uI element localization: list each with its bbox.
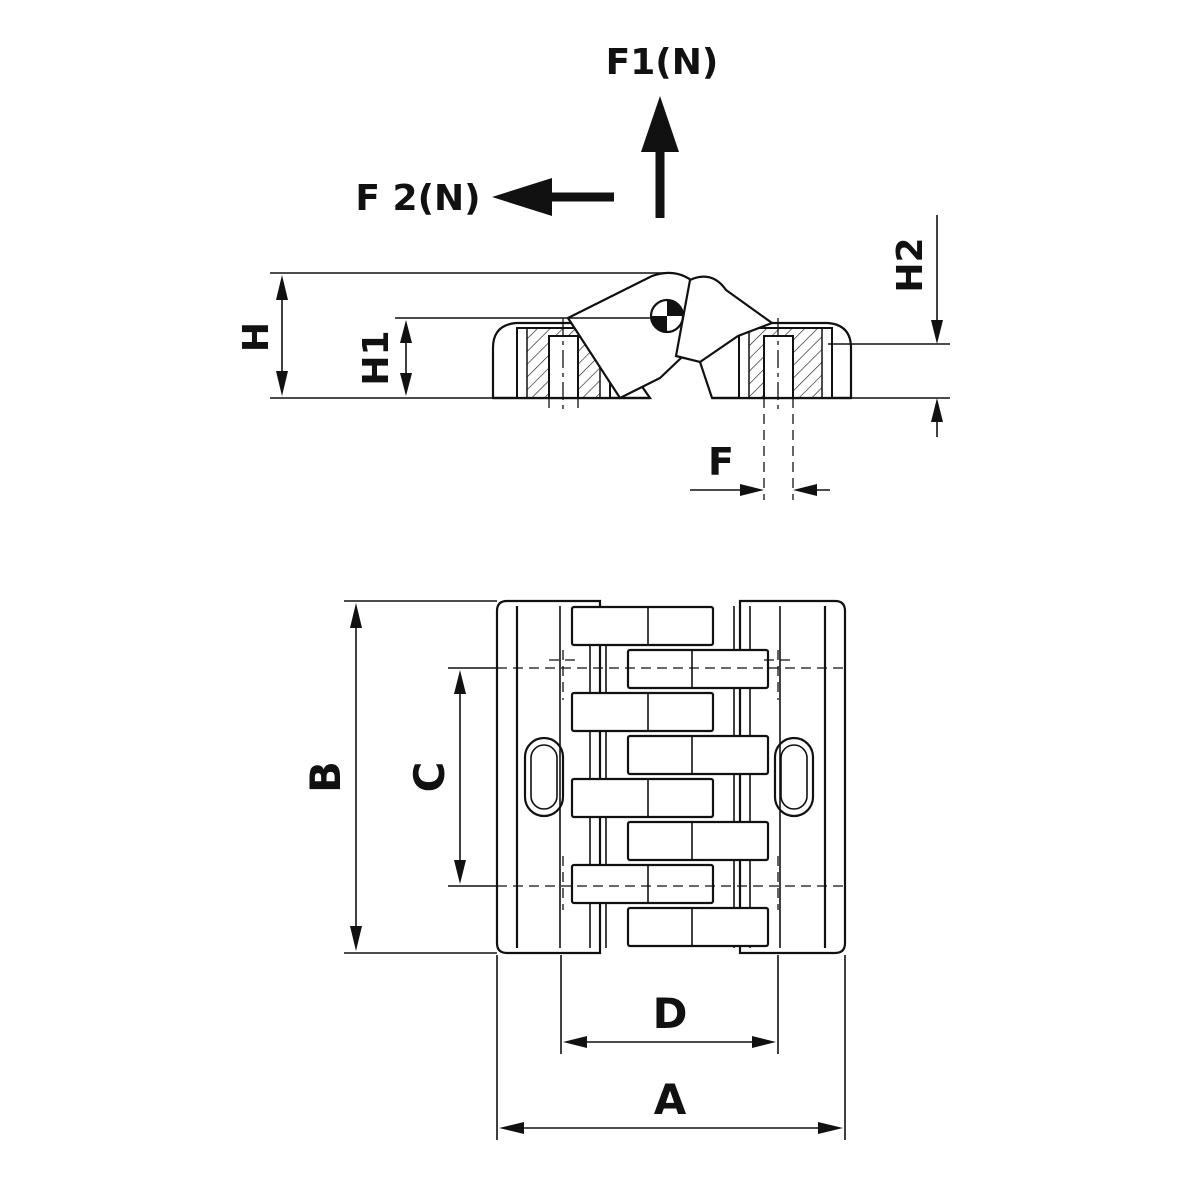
knuckle-left-4 — [570, 863, 715, 905]
side-view — [491, 271, 853, 500]
dim-f-label: F — [708, 440, 734, 484]
left-leaf-top — [495, 599, 602, 955]
dim-h2 — [828, 215, 950, 437]
knuckle-arm-right — [674, 275, 775, 364]
knuckle-right-3 — [626, 820, 770, 862]
knuckle-right-1 — [626, 648, 770, 690]
force-f1-arrow — [641, 96, 679, 218]
knuckle-left-2 — [570, 691, 715, 733]
slot-left — [523, 736, 565, 818]
dim-h2-label: H2 — [890, 237, 931, 292]
dim-h — [270, 272, 670, 399]
dim-h-label: H — [236, 322, 277, 352]
dim-a-label: A — [654, 1075, 687, 1124]
force-f1-label: F1(N) — [606, 42, 719, 83]
force-f2-label: F 2(N) — [355, 178, 480, 219]
dim-c-label: C — [405, 762, 454, 793]
knuckle-left-1 — [570, 605, 715, 647]
dim-h1-label: H1 — [356, 330, 397, 385]
slot-right — [773, 736, 815, 818]
dim-f — [690, 484, 830, 496]
dim-b — [344, 600, 497, 954]
knuckle-right-4 — [626, 906, 770, 948]
dim-h1 — [395, 317, 650, 396]
knuckle-right-2 — [626, 734, 770, 776]
dim-c — [448, 667, 497, 887]
dim-d-label: D — [653, 989, 688, 1038]
dim-b-label: B — [301, 761, 350, 793]
knuckle-left-3 — [570, 777, 715, 819]
force-f2-arrow — [492, 178, 614, 216]
dim-a — [496, 955, 846, 1140]
right-leaf-top — [738, 599, 847, 955]
dim-d — [560, 955, 779, 1054]
top-view — [495, 599, 847, 955]
